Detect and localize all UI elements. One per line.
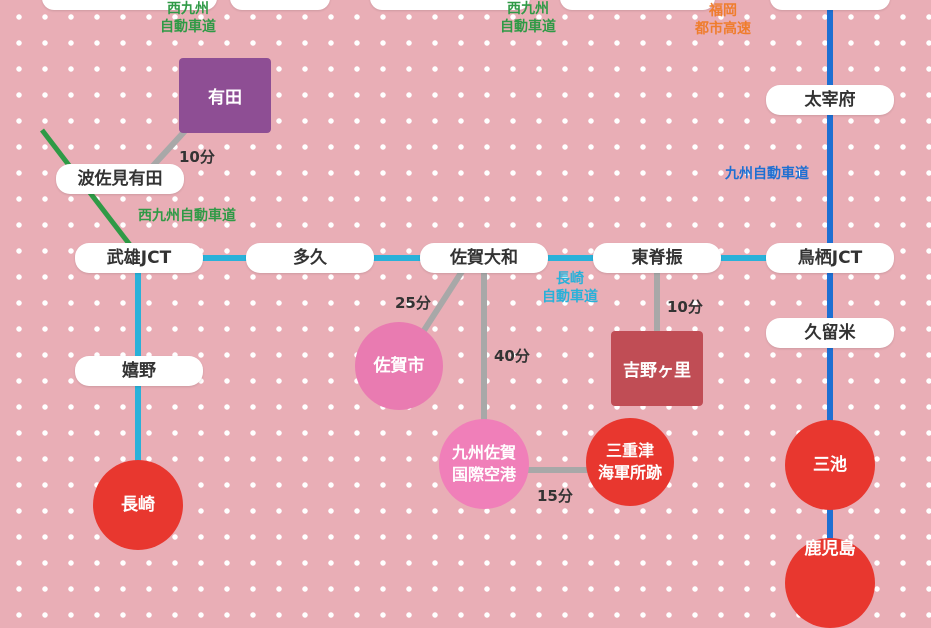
station-ureshino: 嬉野: [75, 356, 203, 386]
top-cropped-pill: [42, 0, 217, 10]
time-yoshinogari: 10分: [667, 298, 703, 316]
road-label-nishi-kyushu: 西九州 自動車道: [500, 1, 556, 35]
destination-saga-city: 佐賀市: [355, 322, 443, 410]
time-saga-airport: 40分: [494, 347, 530, 365]
road-label-nishi-kyushu: 西九州自動車道: [138, 208, 236, 224]
time-saga-city: 25分: [395, 294, 431, 312]
destination-yoshinogari: 吉野ヶ里: [611, 331, 703, 406]
time-arita: 10分: [179, 148, 215, 166]
destination-kagoshima: 鹿児島: [785, 538, 875, 628]
road-label-nishi-kyushu: 西九州 自動車道: [160, 1, 216, 35]
top-cropped-pill: [770, 0, 890, 10]
station-dazaifu: 太宰府: [766, 85, 894, 115]
road-label-nagasaki: 長崎 自動車道: [542, 271, 598, 305]
station-tosu-jct: 鳥栖JCT: [766, 243, 894, 273]
road-label-fukuoka-urban: 福岡 都市高速: [695, 3, 751, 37]
station-hasami-arita: 波佐見有田: [56, 164, 184, 194]
station-saga-yamato: 佐賀大和: [420, 243, 548, 273]
destination-saga-airport: 九州佐賀 国際空港: [439, 419, 529, 509]
top-cropped-pill: [230, 0, 330, 10]
station-taku: 多久: [246, 243, 374, 273]
destination-arita: 有田: [179, 58, 271, 133]
destination-nagasaki: 長崎: [93, 460, 183, 550]
time-mietsu: 15分: [537, 487, 573, 505]
station-takeo-jct: 武雄JCT: [75, 243, 203, 273]
destination-mietsu: 三重津 海軍所跡: [586, 418, 674, 506]
station-kurume: 久留米: [766, 318, 894, 348]
nishi-kyushu-expressway-line: [40, 128, 142, 260]
road-label-kyushu: 九州自動車道: [725, 166, 809, 182]
destination-miike: 三池: [785, 420, 875, 510]
station-higashisefuri: 東脊振: [593, 243, 721, 273]
top-cropped-pill: [370, 0, 530, 10]
top-cropped-pill: [560, 0, 715, 10]
